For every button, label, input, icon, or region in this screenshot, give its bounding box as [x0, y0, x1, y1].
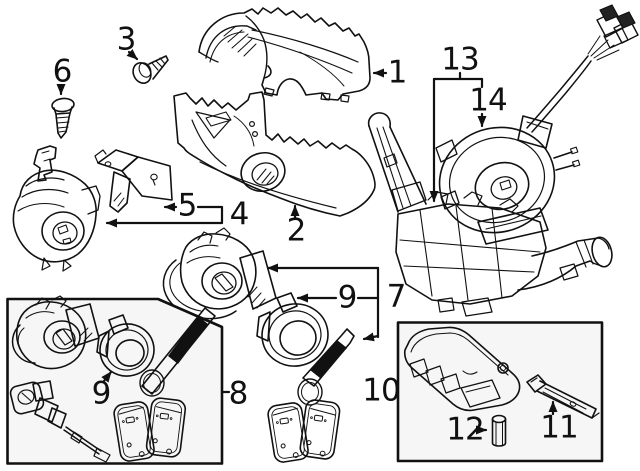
callout-label-14: 14 [469, 82, 507, 119]
connector-terminal [599, 4, 619, 22]
callout-3-arrow [126, 49, 139, 61]
callout-label-9a: 9 [337, 279, 358, 316]
part-keyless-remote [403, 326, 521, 412]
part-antenna-ring-boxed [96, 314, 155, 377]
part-door-lock-cylinder [9, 380, 111, 463]
key-blade-dark [310, 340, 347, 378]
part-clock-spring [435, 4, 639, 245]
key-fob [267, 402, 309, 463]
part-key-set-7 [267, 328, 355, 463]
part-multifunction-switch [367, 112, 613, 317]
callout-leaders [56, 49, 558, 435]
part-ignition-cylinder-boxed [11, 295, 100, 370]
part-key-set-boxed [113, 307, 216, 462]
callout-label-11: 11 [540, 409, 578, 446]
callout-label-13: 13 [441, 41, 479, 78]
callout-label-10: 10 [362, 372, 400, 409]
part-immobilizer-antenna-ring [256, 292, 329, 367]
part-upper-column-shroud [198, 7, 371, 103]
harness-cable [526, 55, 589, 129]
callout-label-12: 12 [446, 411, 484, 448]
callout-label-2: 2 [286, 212, 307, 249]
part-steering-lock-assembly [12, 145, 101, 272]
harness-connector [587, 35, 620, 61]
callout-label-6: 6 [52, 53, 73, 90]
callout-label-5: 5 [177, 187, 198, 224]
key-fob [299, 399, 341, 460]
key-blade-dark [168, 316, 208, 364]
part-lower-column-shroud [173, 91, 376, 217]
callout-9b-arrow [101, 370, 113, 383]
part-screw-3 [132, 55, 169, 84]
part-battery [491, 414, 507, 447]
callout-label-1: 1 [387, 54, 408, 91]
callout-label-9b: 9 [91, 375, 112, 412]
part-mechanical-key [526, 374, 600, 419]
key-fob [113, 401, 155, 462]
connector-terminal [616, 11, 636, 29]
part-screw-6 [51, 97, 75, 139]
callout-label-3: 3 [116, 21, 137, 58]
part-mounting-bracket [94, 149, 173, 213]
callout-label-7: 7 [386, 278, 407, 315]
callout-4-bracket [105, 205, 224, 228]
part-ignition-lock-cylinder [162, 227, 277, 320]
callout-label-8: 8 [228, 375, 249, 412]
remote-key-box [396, 321, 604, 463]
lock-set-box [6, 297, 224, 465]
key-fob [145, 397, 187, 458]
callout-7-arrow-bottom [362, 332, 380, 342]
callout-label-4: 4 [229, 196, 250, 233]
